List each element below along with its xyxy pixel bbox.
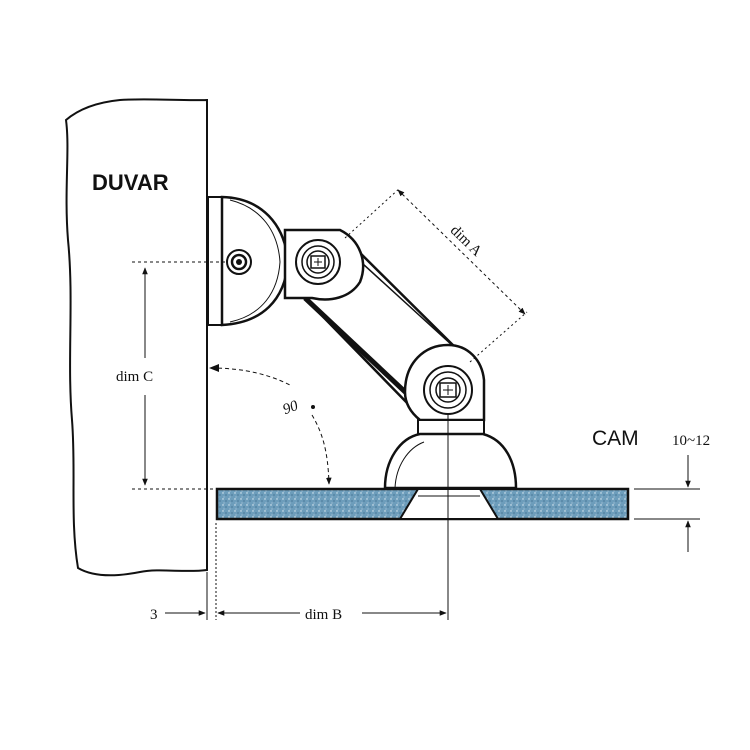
lower-joint [403, 343, 486, 435]
degree-mark [311, 405, 315, 409]
wall-flange [207, 196, 223, 326]
upper-joint [283, 228, 365, 301]
angle-label: 90 [281, 398, 301, 418]
wall-label: DUVAR [92, 170, 169, 195]
set-screw-icon [226, 249, 252, 275]
dim-c-dimension [132, 261, 228, 490]
dim-a-dimension [344, 187, 528, 363]
dim-c-label: dim C [116, 369, 153, 385]
wall-outline [64, 98, 208, 577]
glass-thickness-label: 10~12 [672, 433, 710, 449]
countersunk-bolt [398, 488, 500, 520]
dim-a-label: dim A [447, 222, 485, 259]
dim-b-label: dim B [305, 607, 342, 623]
wall-gap-label: 3 [150, 607, 158, 623]
thickness-dimension [634, 455, 700, 552]
glass-mount-dome [383, 432, 518, 490]
glass-label: CAM [592, 427, 639, 450]
dim-b-dimension [165, 523, 447, 620]
right-angle-arc [209, 364, 332, 485]
